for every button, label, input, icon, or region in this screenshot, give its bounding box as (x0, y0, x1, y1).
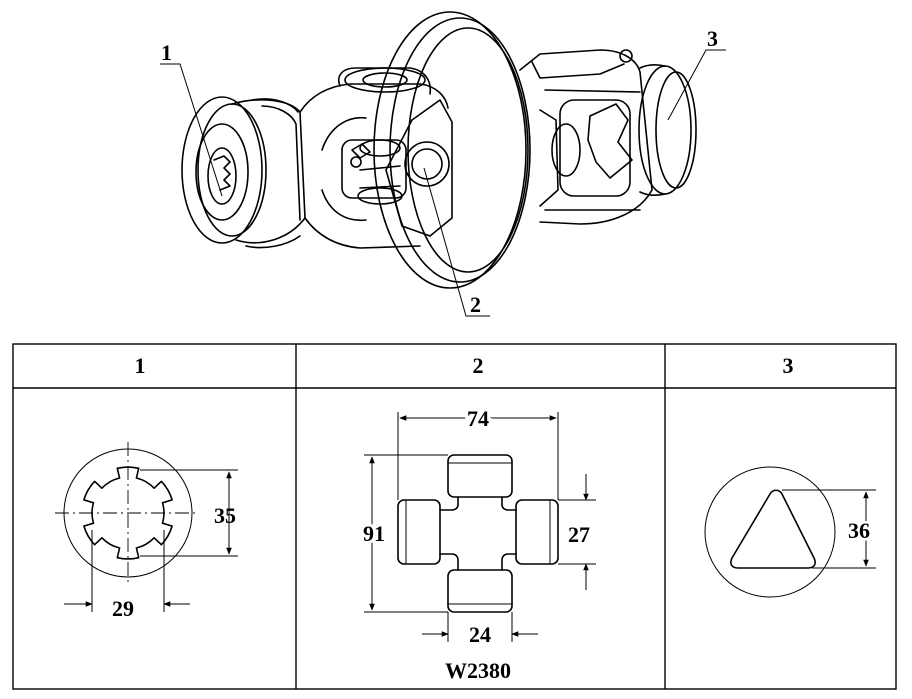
right-triangle-collar (638, 63, 697, 197)
callout-3: 3 (667, 26, 726, 121)
dim-cross-length: 74 (467, 406, 489, 431)
dim-cap-width: 24 (469, 622, 491, 647)
right-yoke (519, 49, 653, 225)
spline-profile-drawing: 35 29 (55, 442, 238, 621)
dim-spline-height: 35 (214, 503, 236, 528)
spec-table: 1 2 3 (12, 343, 897, 690)
table-header-2: 2 (473, 353, 484, 378)
central-disc (373, 11, 531, 289)
cross-kit-drawing: 74 91 27 24 W2380 (360, 403, 596, 683)
dim-triangle-height: 36 (848, 518, 870, 543)
table-header-3: 3 (783, 353, 794, 378)
cross-kit-model: W2380 (445, 658, 511, 683)
left-yoke-collar (181, 96, 306, 249)
triangle-profile-drawing: 36 (704, 466, 876, 598)
table-header-1: 1 (135, 353, 146, 378)
spline-outline (83, 466, 173, 560)
callout-3-label: 3 (707, 26, 718, 51)
dim-cap-height: 27 (568, 522, 590, 547)
callout-1-label: 1 (161, 40, 172, 65)
dim-spline-width: 29 (112, 596, 134, 621)
dim-cross-height: 91 (363, 521, 385, 546)
pto-shaft-illustration: 1 2 3 (160, 11, 726, 317)
callout-2: 2 (423, 167, 490, 317)
callout-1: 1 (160, 40, 223, 197)
callout-2-label: 2 (470, 292, 481, 317)
